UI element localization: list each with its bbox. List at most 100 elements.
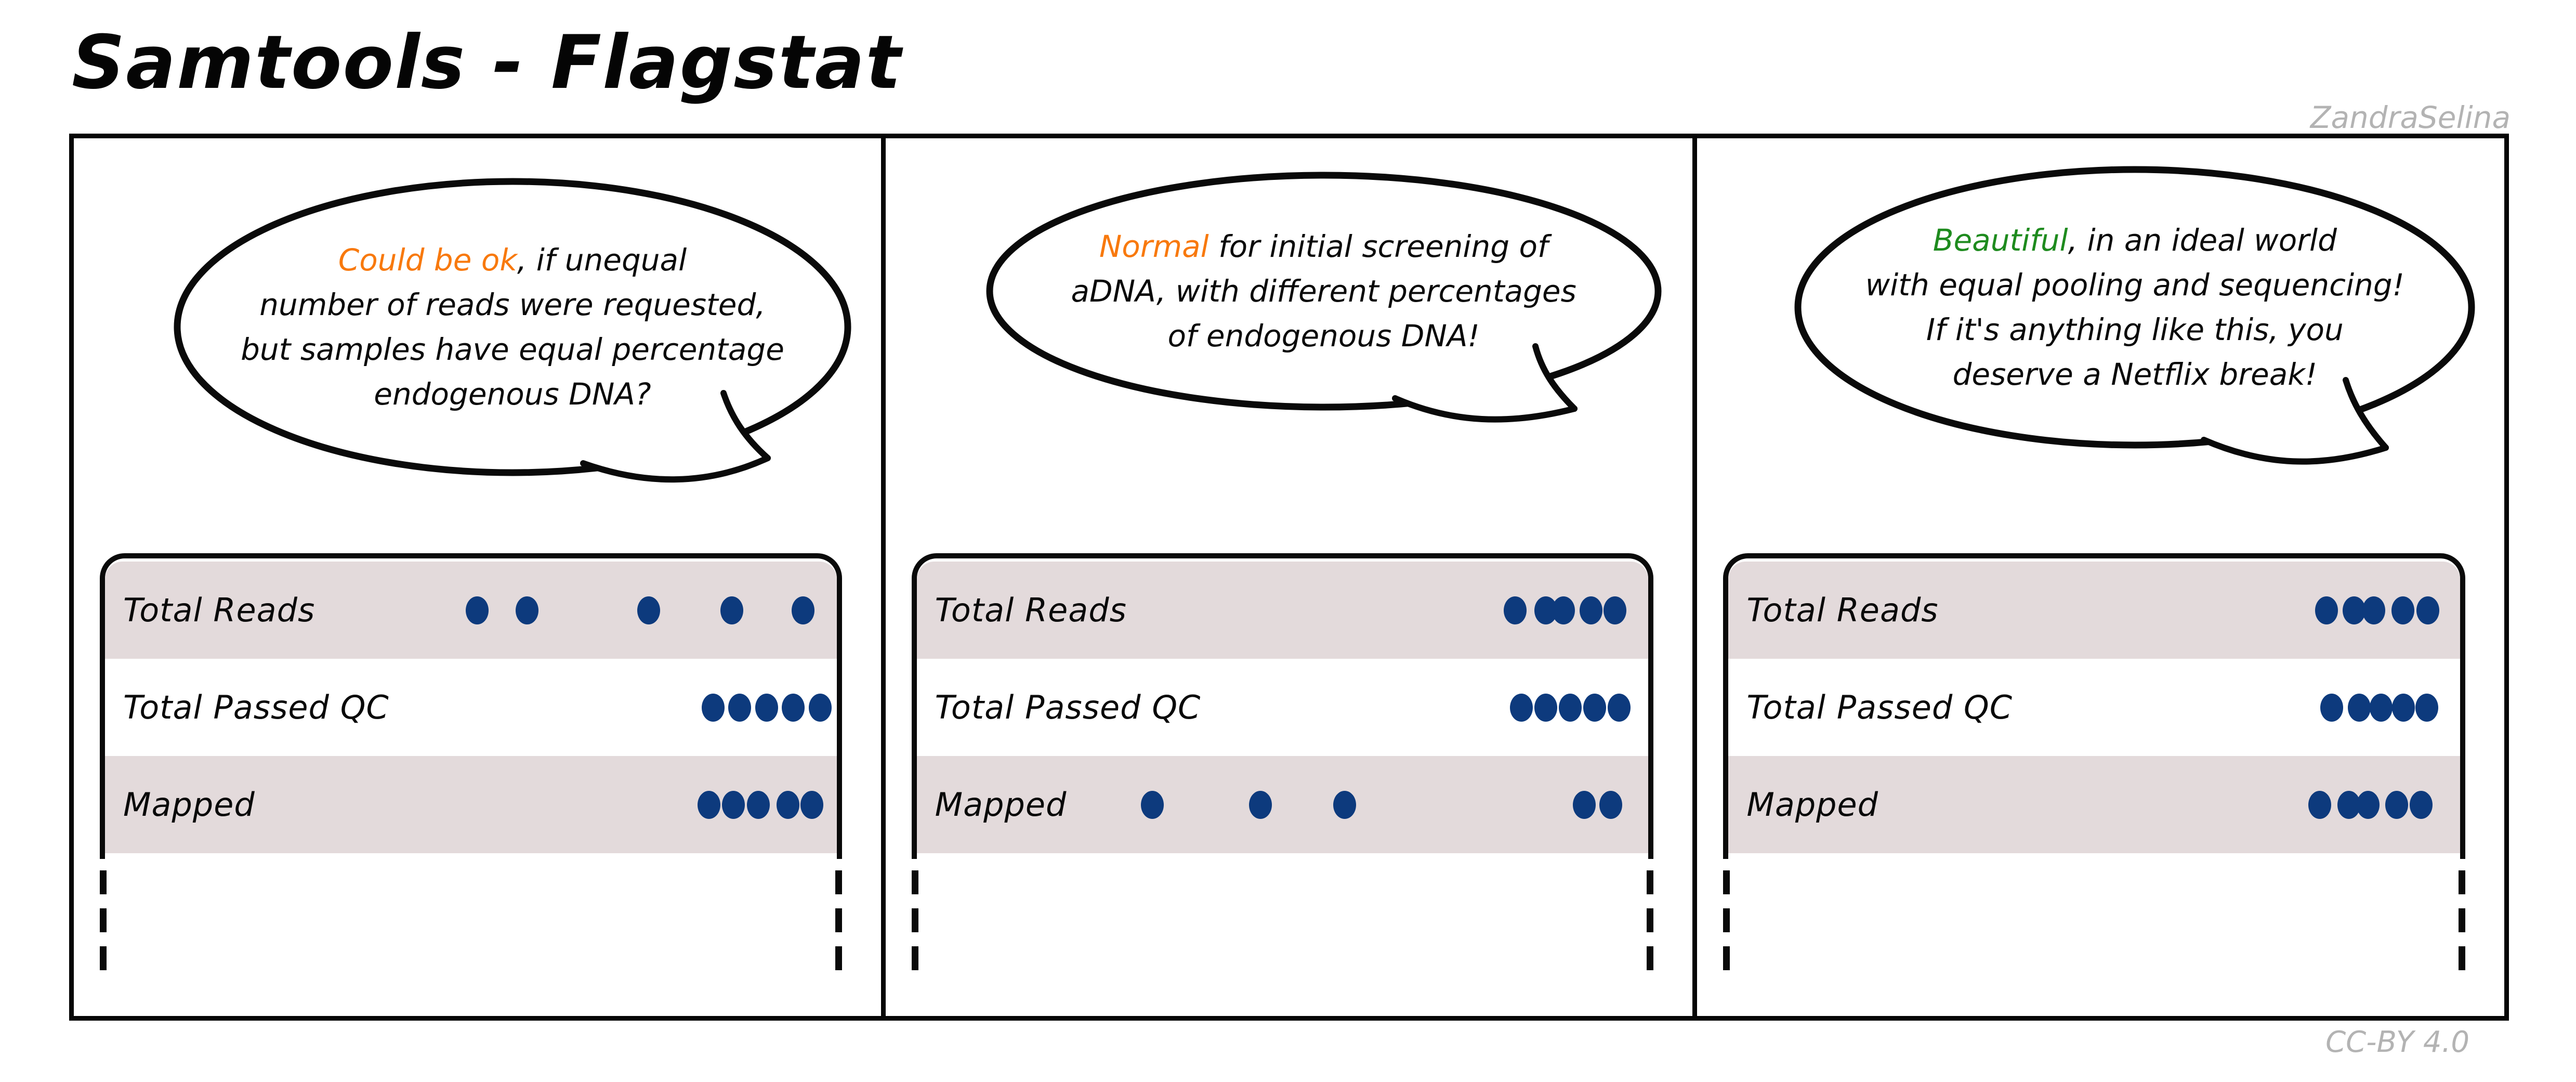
- bubble-text-segment: , in an ideal world: [2068, 223, 2337, 258]
- read-count-dot: [2410, 790, 2433, 819]
- bubble-text-segment: If it's anything like this, you: [1926, 312, 2344, 347]
- row-label: Total Reads: [935, 591, 1127, 629]
- bubble-line: endogenous DNA?: [374, 372, 651, 416]
- table-continuation-dash: [911, 946, 918, 970]
- table-row-total-reads: Total Reads: [1728, 562, 2461, 659]
- bubble-line: but samples have equal percentage: [241, 327, 784, 372]
- table-row-mapped: Mapped: [916, 756, 1649, 853]
- read-count-dot: [2391, 596, 2415, 624]
- page-title: Samtools - Flagstat: [72, 20, 902, 106]
- read-count-dot: [2308, 790, 2332, 819]
- read-count-dot: [2370, 693, 2393, 722]
- bubble-text-segment: number of reads were requested,: [259, 287, 766, 322]
- read-count-dot: [722, 790, 745, 819]
- read-count-dot: [755, 693, 778, 722]
- panel-1: Could be ok, if unequal number of reads w…: [74, 138, 886, 1016]
- table-continuation-dash: [2459, 946, 2466, 970]
- bubble-text-segment: aDNA, with different percentages: [1071, 273, 1576, 309]
- bubble-line: If it's anything like this, you: [1926, 307, 2344, 352]
- table-continuation-dash: [100, 946, 107, 970]
- read-count-dot: [1534, 693, 1557, 722]
- read-count-dot: [800, 790, 823, 819]
- bubble-highlight-text: Could be ok: [338, 242, 517, 278]
- row-label: Total Passed QC: [935, 688, 1201, 726]
- read-count-dot: [2362, 596, 2386, 624]
- table-row-mapped: Mapped: [105, 756, 837, 853]
- read-count-dot: [1509, 693, 1533, 722]
- read-count-dot: [1583, 693, 1606, 722]
- row-label: Total Passed QC: [123, 688, 389, 726]
- read-count-dot: [1579, 596, 1602, 624]
- table-continuation-dash: [835, 870, 842, 894]
- bubble-line: of endogenous DNA!: [1168, 314, 1480, 358]
- table-continuation-dash: [1723, 908, 1730, 932]
- read-count-dot: [2343, 596, 2366, 624]
- bubble-line: Could be ok, if unequal: [338, 238, 687, 282]
- speech-bubble-text: Normal for initial screening of aDNA, wit…: [1031, 185, 1616, 398]
- table-row-mapped: Mapped: [1728, 756, 2461, 853]
- read-count-dot: [698, 790, 720, 819]
- bubble-text-segment: for initial screening of: [1208, 229, 1548, 264]
- row-label: Total Reads: [123, 591, 316, 629]
- panel-3: Beautiful, in an ideal world with equal p…: [1697, 138, 2504, 1016]
- read-count-dot: [2357, 790, 2380, 819]
- read-count-dot: [1333, 790, 1356, 819]
- read-count-dot: [2392, 693, 2415, 722]
- read-count-dot: [2385, 790, 2409, 819]
- table-row-total-reads: Total Reads: [105, 562, 837, 659]
- read-count-dot: [2337, 790, 2361, 819]
- bubble-line: Normal for initial screening of: [1099, 224, 1548, 269]
- table-continuation-dash: [1723, 870, 1730, 894]
- table-continuation-dash: [2459, 870, 2466, 894]
- table-continuation-dash: [835, 946, 842, 970]
- table-continuation-dash: [1723, 946, 1730, 970]
- bubble-highlight-text: Beautiful: [1933, 223, 2068, 258]
- table-continuation-dash: [2459, 908, 2466, 932]
- speech-bubble-text: Could be ok, if unequal number of reads w…: [219, 191, 806, 463]
- row-label: Total Reads: [1746, 591, 1939, 629]
- speech-bubble-tail-edge-lower: [1391, 395, 1578, 423]
- read-count-dot: [1607, 693, 1631, 722]
- read-count-dot: [2416, 596, 2440, 624]
- table-continuation-dash: [1647, 870, 1654, 894]
- read-count-dot: [782, 693, 805, 722]
- bubble-line: aDNA, with different percentages: [1071, 269, 1576, 314]
- read-count-dot: [637, 596, 660, 624]
- read-count-dot: [2415, 693, 2439, 722]
- read-count-dot: [792, 596, 814, 624]
- table-continuation-dash: [100, 870, 107, 894]
- table-row-total-passed-qc: Total Passed QC: [917, 659, 1649, 756]
- row-label: Mapped: [123, 786, 255, 824]
- read-count-dot: [1503, 596, 1527, 624]
- bubble-text-segment: but samples have equal percentage: [241, 332, 784, 367]
- table-continuation-dash: [911, 908, 918, 932]
- bubble-text-segment: deserve a Netflix break!: [1952, 357, 2318, 392]
- row-label: Total Passed QC: [1746, 688, 2013, 726]
- bubble-line: deserve a Netflix break!: [1953, 352, 2318, 397]
- bubble-text-segment: of endogenous DNA!: [1167, 318, 1480, 354]
- table-row-total-passed-qc: Total Passed QC: [105, 659, 837, 756]
- bubble-line: with equal pooling and sequencing!: [1865, 263, 2404, 307]
- read-count-dot: [728, 693, 751, 722]
- read-count-dot: [702, 693, 725, 722]
- bubble-text-segment: endogenous DNA?: [374, 376, 651, 412]
- license-credit: CC-BY 4.0: [2325, 1025, 2469, 1059]
- bubble-text-segment: , if unequal: [517, 242, 687, 278]
- read-count-dot: [720, 596, 743, 624]
- row-label: Mapped: [935, 786, 1067, 824]
- read-count-dot: [1558, 693, 1582, 722]
- table-row-total-passed-qc: Total Passed QC: [1728, 659, 2460, 756]
- read-count-dot: [747, 790, 770, 819]
- bubble-highlight-text: Normal: [1099, 229, 1209, 264]
- bubble-text-segment: with equal pooling and sequencing!: [1865, 267, 2404, 303]
- read-count-dot: [2320, 693, 2344, 722]
- table-continuation-dash: [911, 870, 918, 894]
- table-row-total-reads: Total Reads: [916, 562, 1649, 659]
- read-count-dot: [1248, 790, 1272, 819]
- speech-bubble-text: Beautiful, in an ideal world with equal p…: [1839, 179, 2430, 436]
- read-count-dot: [2315, 596, 2338, 624]
